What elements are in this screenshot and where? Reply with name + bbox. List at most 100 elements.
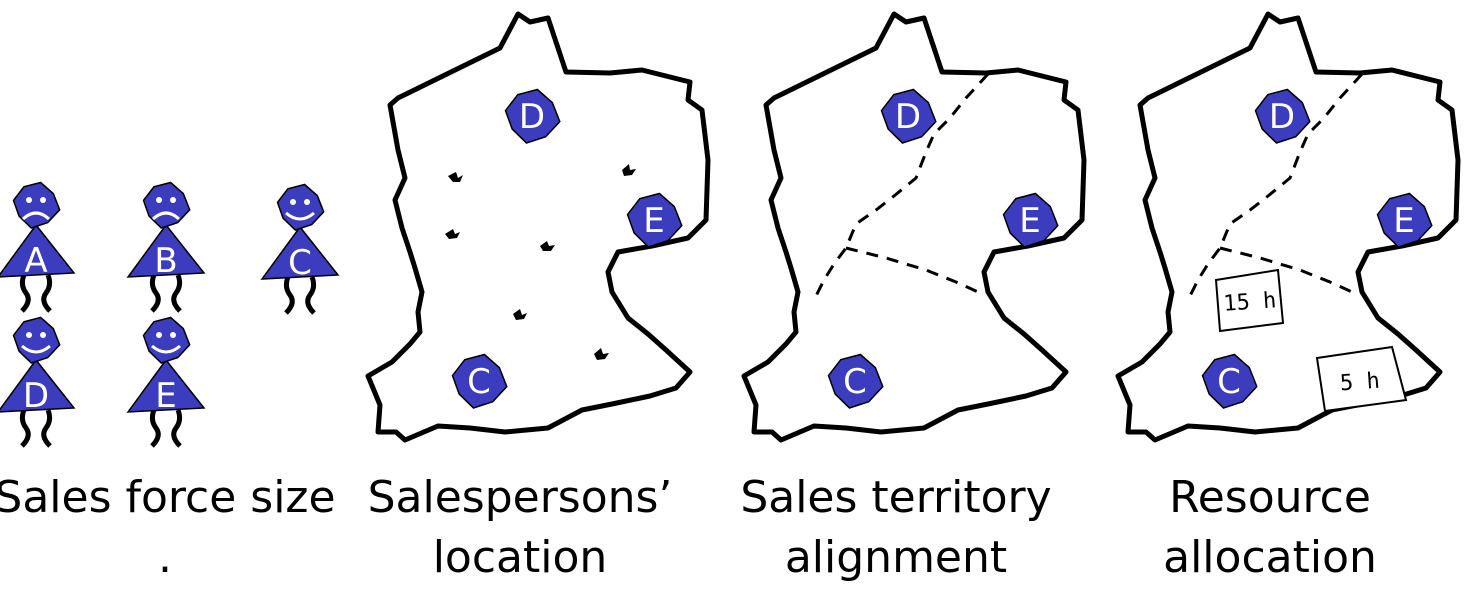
customer-marker: [622, 164, 636, 176]
badge-shape: [1254, 88, 1311, 144]
territory-boundary-line: [1186, 72, 1364, 301]
salesperson-label: B: [154, 241, 177, 281]
leg: [149, 409, 161, 448]
eye: [304, 199, 310, 205]
sticky-note: [1214, 268, 1285, 333]
caption-salespersons-location-line2: location: [433, 532, 608, 583]
salesperson-badge-e: E: [1376, 192, 1433, 248]
body: [126, 358, 206, 413]
eye: [170, 332, 176, 338]
leg: [283, 276, 295, 315]
salesperson-badge-e: E: [626, 192, 683, 248]
badge-label: C: [843, 362, 867, 402]
head: [142, 316, 191, 364]
customer-marker: [594, 348, 609, 360]
badge-shape: [1002, 192, 1059, 248]
time-note-5h: 5 h: [1315, 345, 1408, 413]
salesperson-badge-d: D: [1254, 88, 1311, 144]
salesperson-d: D: [0, 316, 76, 448]
body: [260, 225, 340, 280]
panel-salespersons-location: D E C Salespersons’ location: [368, 14, 708, 583]
leg: [41, 409, 53, 448]
salesperson-badge-c: C: [451, 353, 508, 409]
eye: [290, 199, 296, 205]
badge-shape: [626, 192, 683, 248]
badge-shape: [827, 353, 884, 409]
caption-resource-allocation-line2: allocation: [1163, 532, 1377, 583]
smile-mouth: [285, 211, 315, 221]
leg: [41, 274, 53, 313]
salesperson-badge-d: D: [880, 88, 937, 144]
eye: [26, 197, 32, 203]
salesperson-a: A: [0, 181, 76, 313]
caption-salespersons-location-line1: Salespersons’: [368, 472, 673, 523]
frown-mouth: [21, 211, 51, 221]
customer-marker: [513, 309, 527, 320]
salespeople-group: A B C D E: [0, 181, 340, 448]
salesperson-label: C: [288, 243, 312, 283]
customer-markers: [445, 164, 636, 360]
time-note-15h: 15 h: [1214, 268, 1285, 333]
badge-shape: [880, 88, 937, 144]
eye: [156, 197, 162, 203]
badge-label: C: [467, 362, 491, 402]
sticky-note: [1315, 345, 1408, 413]
badge-label: C: [1217, 362, 1241, 402]
head: [142, 181, 191, 229]
body: [0, 358, 76, 413]
eye: [40, 332, 46, 338]
smile-mouth: [151, 344, 181, 354]
salesperson-badge-c: C: [1201, 353, 1258, 409]
badge-shape: [1201, 353, 1258, 409]
territory-boundary-line: [1219, 246, 1353, 294]
territory-boundary-line: [845, 246, 979, 294]
note-label: 5 h: [1339, 369, 1380, 397]
customer-marker: [540, 241, 555, 251]
badge-shape: [504, 88, 561, 144]
caption-sales-territory-alignment-line2: alignment: [785, 532, 1007, 583]
badge-shape: [451, 353, 508, 409]
customer-marker: [448, 172, 463, 182]
salesperson-badge-c: C: [827, 353, 884, 409]
salesperson-badge-d: D: [504, 88, 561, 144]
salesperson-e: E: [126, 316, 206, 448]
salesperson-label: D: [23, 376, 49, 416]
badge-shape: [1376, 192, 1433, 248]
salesperson-badge-e: E: [1002, 192, 1059, 248]
note-label: 15 h: [1223, 288, 1278, 317]
badge-label: E: [1019, 201, 1040, 241]
caption-sales-force-size-line1: Sales force size: [0, 472, 336, 523]
head: [12, 181, 61, 229]
caption-sales-force-size-line2: .: [158, 532, 172, 583]
panel-resource-allocation: 15 h 5 h D E C Resource allocation: [1118, 14, 1458, 583]
badge-label: D: [519, 97, 545, 137]
leg: [19, 274, 31, 313]
leg: [171, 409, 183, 448]
eye: [156, 332, 162, 338]
salesperson-label: E: [155, 376, 176, 416]
body: [0, 223, 76, 278]
salesperson-label: A: [24, 241, 47, 281]
panel-sales-force-size: A B C D E Sales force size .: [0, 181, 340, 583]
salesperson-b: B: [126, 181, 206, 313]
panel-sales-territory-alignment: D E C Sales territory alignment: [740, 14, 1084, 583]
leg: [171, 274, 183, 313]
territory-boundary-line: [812, 72, 990, 301]
leg: [19, 409, 31, 448]
badge-label: E: [1393, 201, 1414, 241]
leg: [305, 276, 317, 315]
eye: [40, 197, 46, 203]
salesperson-c: C: [260, 183, 340, 315]
leg: [149, 274, 161, 313]
customer-marker: [445, 229, 460, 239]
eye: [26, 332, 32, 338]
head: [12, 316, 61, 364]
caption-resource-allocation-line1: Resource: [1169, 472, 1371, 523]
frown-mouth: [151, 211, 181, 221]
body: [126, 223, 206, 278]
smile-mouth: [21, 344, 51, 354]
badge-label: E: [643, 201, 664, 241]
eye: [170, 197, 176, 203]
head: [276, 183, 325, 231]
